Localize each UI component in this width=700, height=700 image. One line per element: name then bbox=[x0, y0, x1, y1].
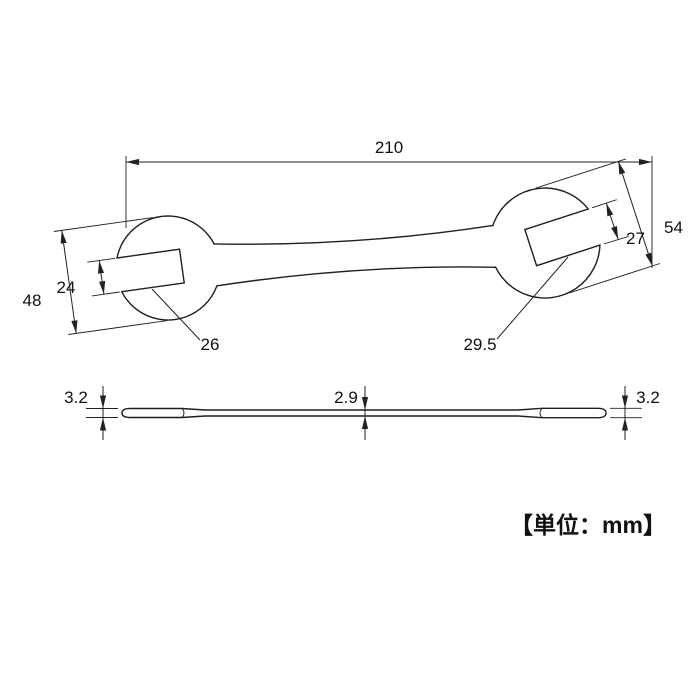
dim-label-32L: 3.2 bbox=[64, 388, 88, 407]
leader-left-jaw: 26 bbox=[151, 288, 220, 354]
unit-label: 【単位：mm】 bbox=[510, 512, 666, 538]
wrench-top-view bbox=[116, 187, 601, 321]
ext-line-54-bottom bbox=[569, 263, 661, 294]
dim-label-27: 27 bbox=[626, 229, 645, 248]
dim-center-thickness: 2.9 bbox=[334, 386, 369, 440]
ext-line-27-bottom bbox=[603, 235, 629, 245]
dim-line-54 bbox=[617, 161, 653, 267]
ext-line-24-bottom bbox=[91, 291, 120, 297]
dim-line-48 bbox=[60, 230, 78, 334]
wrench-shank-body bbox=[204, 224, 509, 287]
leader-line-29-5 bbox=[496, 256, 569, 340]
wrench-shank-top-edge bbox=[214, 224, 494, 245]
side-right-head-line bbox=[539, 408, 543, 418]
dim-right-thickness: 3.2 bbox=[610, 386, 660, 440]
wrench-side-view bbox=[121, 407, 607, 419]
ext-line-48-top bbox=[53, 217, 153, 232]
ext-line-48-bottom bbox=[68, 320, 168, 335]
wrench-shank-bottom-edge bbox=[217, 266, 496, 287]
side-left-head-line bbox=[181, 408, 185, 418]
dim-overall-length: 210 bbox=[125, 138, 653, 268]
ext-line-27-top bbox=[591, 199, 617, 209]
leader-line-26 bbox=[151, 288, 201, 341]
dim-label-210: 210 bbox=[375, 138, 403, 157]
ext-line-54-top bbox=[535, 158, 627, 189]
dim-label-48: 48 bbox=[23, 291, 42, 310]
dim-label-32R: 3.2 bbox=[636, 388, 660, 407]
dim-left-thickness: 3.2 bbox=[64, 386, 118, 440]
ext-line-24-top bbox=[87, 257, 116, 263]
wrench-side-profile bbox=[121, 407, 607, 419]
dim-label-29-5: 29.5 bbox=[463, 335, 496, 354]
dim-left-jaw-opening: 24 bbox=[57, 257, 120, 297]
dim-right-head-width: 54 bbox=[535, 158, 683, 294]
dim-label-24: 24 bbox=[57, 278, 76, 297]
leader-right-jaw: 29.5 bbox=[463, 256, 569, 354]
dim-line-27 bbox=[605, 202, 619, 240]
dim-label-26: 26 bbox=[201, 335, 220, 354]
dim-label-29: 2.9 bbox=[334, 388, 358, 407]
dim-label-54: 54 bbox=[664, 218, 683, 237]
dim-line-24 bbox=[97, 260, 106, 295]
dim-left-head-width: 48 bbox=[23, 217, 168, 335]
dim-right-jaw-opening: 27 bbox=[591, 199, 645, 248]
